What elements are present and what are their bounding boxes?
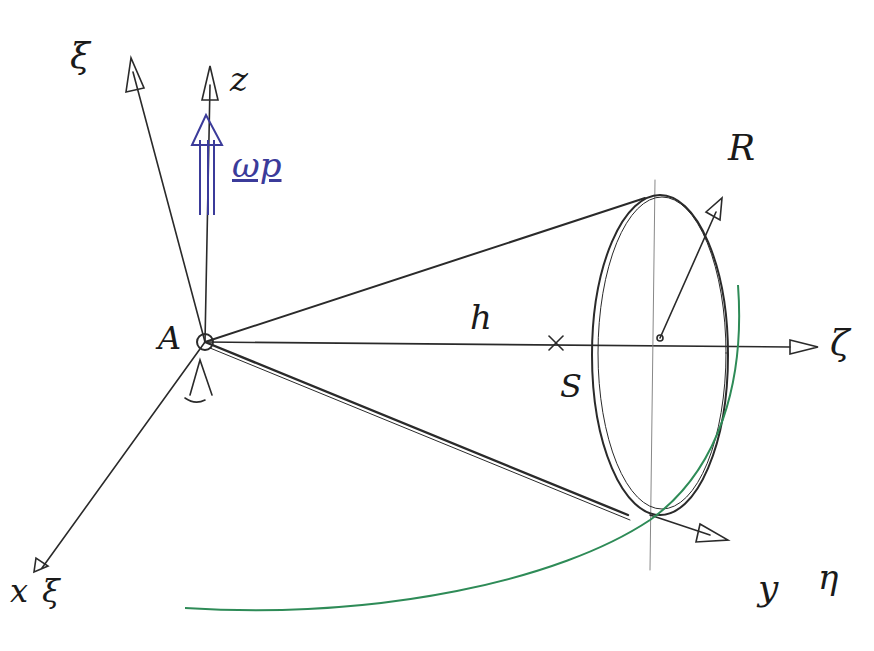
- axis-label: ξ: [70, 38, 90, 74]
- axis-label: η: [818, 560, 838, 594]
- radius-label: R: [728, 130, 755, 166]
- axis-label: y: [758, 570, 778, 606]
- axis-label: x: [10, 575, 28, 607]
- axis-label: z: [230, 62, 248, 96]
- angular-velocity-label: ωp: [232, 148, 282, 182]
- point-label: A: [158, 322, 181, 354]
- centroid-label: S: [560, 370, 582, 402]
- axis-label: ζ: [830, 325, 850, 361]
- axis-label: ξ: [42, 575, 60, 607]
- height-label: h: [470, 300, 492, 334]
